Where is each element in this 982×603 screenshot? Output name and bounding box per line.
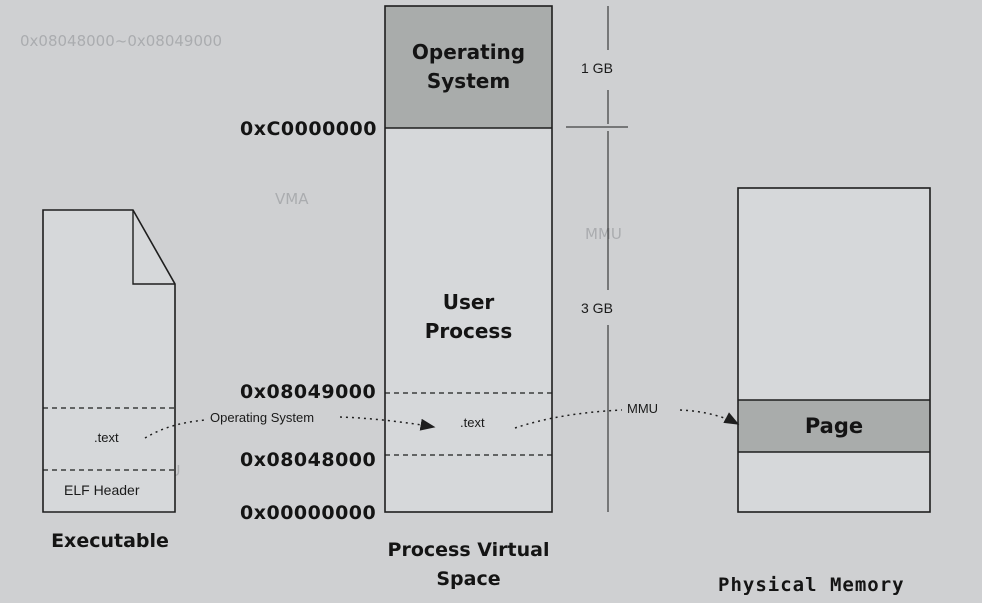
executable-text-section-label: .text	[94, 430, 119, 445]
background-text-1: 0x08048000~0x08049000	[20, 32, 223, 50]
address-text-start: 0x08048000	[240, 449, 377, 471]
address-kernel-start: 0xC0000000	[240, 118, 377, 140]
address-zero: 0x00000000	[240, 502, 377, 524]
size-1gb-label: 1 GB	[581, 60, 613, 76]
page-label: Page	[804, 414, 864, 438]
size-3gb-label: 3 GB	[581, 300, 613, 316]
size-scale	[566, 6, 628, 512]
operating-system-label: Operating System	[411, 40, 526, 93]
background-text-2: VMA	[275, 190, 309, 208]
os-mapping-arrow	[144, 417, 434, 438]
physical-memory-caption: Physical Memory	[718, 574, 905, 596]
executable-file	[42, 209, 176, 513]
process-text-section-label: .text	[460, 415, 485, 430]
mmu-arrow-label: MMU	[627, 401, 659, 416]
process-virtual-space-box	[384, 5, 553, 513]
background-text-3: MMU	[585, 225, 622, 243]
executable-caption: Executable	[51, 530, 169, 552]
address-text-end: 0x08049000	[240, 381, 377, 403]
user-process-label: User Process	[424, 290, 513, 343]
elf-header-label: ELF Header	[64, 482, 140, 498]
os-mapping-arrow-label: Operating System	[210, 410, 315, 425]
physical-memory-box	[737, 187, 931, 513]
process-virtual-space-caption: Process Virtual Space	[387, 539, 550, 590]
